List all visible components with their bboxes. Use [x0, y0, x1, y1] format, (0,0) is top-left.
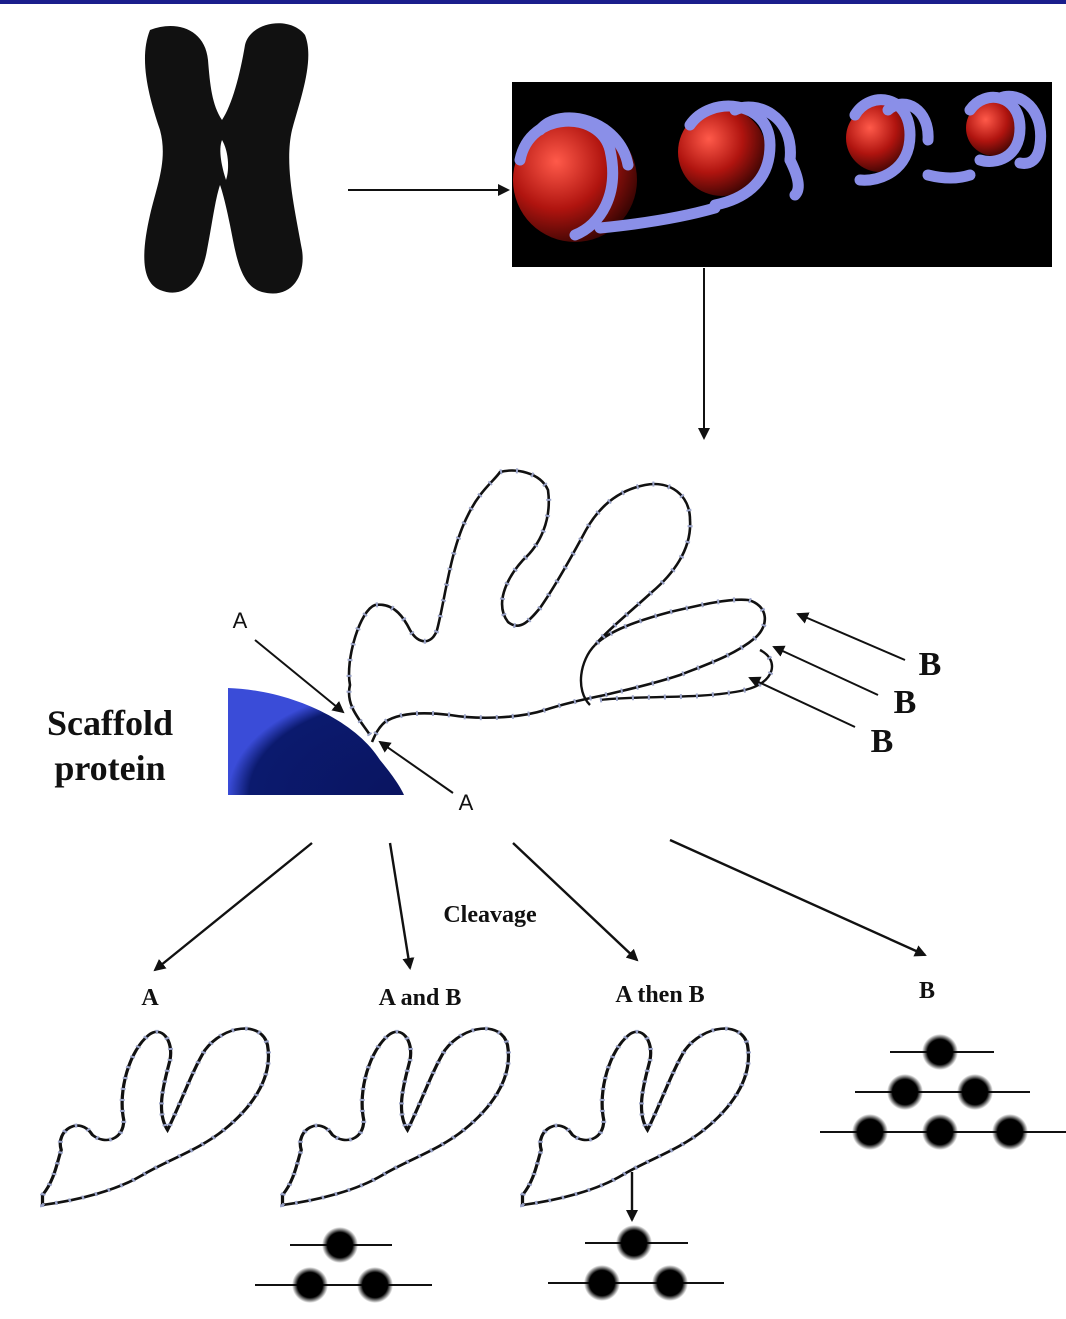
site-a-top-label: A [233, 608, 248, 633]
outcome-a-and-b-loops [283, 1029, 509, 1205]
outcome-a-loops [43, 1029, 269, 1205]
outcome-label-a-and-b: A and B [379, 985, 462, 1011]
arrow-outcome-a-and-b [390, 843, 410, 968]
nucleosome-image [512, 82, 1052, 267]
cleavage-label: Cleavage [443, 902, 537, 928]
arrow-outcome-b [670, 840, 925, 955]
outcome-label-b: B [919, 978, 935, 1004]
chromatin-loops [349, 471, 772, 742]
arrow-site-b-1 [798, 614, 905, 660]
outcome-a-then-b-loops [523, 1029, 749, 1205]
ladder-a-then-b [548, 1225, 724, 1301]
scaffold-protein-shape [228, 688, 404, 795]
site-b-label-2: B [894, 684, 917, 721]
chromosome-icon [144, 23, 308, 293]
arrow-site-b-3 [750, 678, 855, 727]
site-b-label-3: B [871, 723, 894, 760]
outcome-label-a: A [141, 985, 159, 1011]
ladder-b [820, 1034, 1066, 1150]
outcome-label-a-then-b: A then B [615, 982, 704, 1008]
scaffold-label-line1: Scaffold [47, 703, 173, 743]
site-a-bottom-label: A [459, 790, 474, 815]
arrow-outcome-a [155, 843, 312, 970]
arrow-site-b-2 [774, 647, 878, 695]
scaffold-label-line2: protein [54, 748, 165, 788]
ladder-a-and-b [255, 1227, 432, 1303]
site-b-label-1: B [919, 646, 942, 683]
